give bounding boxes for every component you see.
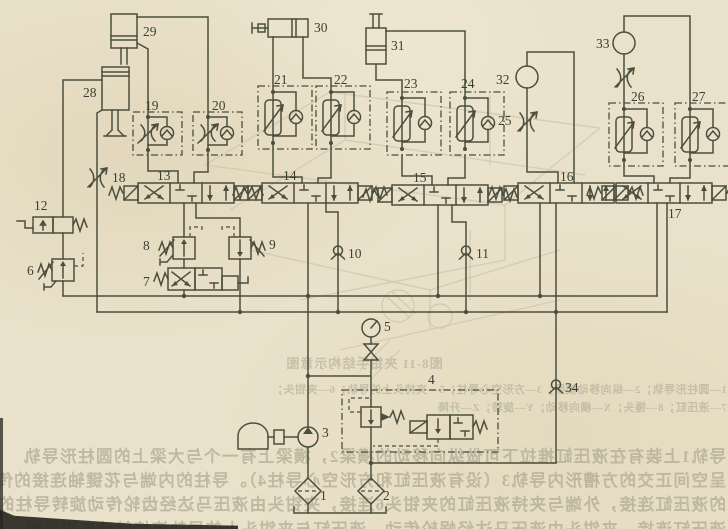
label-4: 4 [428,372,435,387]
label-1: 1 [320,488,327,503]
relief-unloading-valve-4 [341,389,499,453]
label-14: 14 [283,168,297,183]
directional-valve-17 [586,182,728,204]
label-19: 19 [145,98,159,113]
filter-1 [294,477,322,505]
cylinder-30 [251,18,309,38]
label-26: 26 [631,89,645,104]
cylinder-28 [101,66,130,138]
filter-2 [357,477,385,505]
hydraulic-motor-32 [515,65,539,89]
hydraulic-motor-33 [612,31,636,55]
one-way-throttle-27 [674,102,728,167]
label-33: 33 [596,36,610,51]
label-27: 27 [692,89,706,104]
label-12: 12 [34,198,48,213]
label-25: 25 [498,113,512,128]
label-10: 10 [348,246,362,261]
cylinder-29 [110,13,138,65]
pipework [62,15,691,514]
label-15: 15 [413,170,427,185]
label-5: 5 [384,319,391,334]
label-22: 22 [334,72,348,87]
label-23: 23 [404,76,418,91]
reducing-valve-8 [158,226,203,266]
one-way-throttle-26 [608,102,664,167]
label-7: 7 [143,274,150,289]
gauge-shutoff-valve [362,343,380,361]
pilot-valve-12 [16,216,88,234]
pressure-gauge-5 [361,318,381,338]
one-way-throttle-19 [132,111,183,156]
label-13: 13 [157,168,171,183]
label-6: 6 [27,263,34,278]
one-way-throttle-23 [386,91,442,156]
label-11: 11 [476,246,489,261]
label-30: 30 [314,20,328,35]
scan-edge-left [0,418,3,529]
label-8: 8 [143,238,150,253]
label-24: 24 [461,76,475,91]
label-3: 3 [322,425,329,440]
pump-3 [237,422,319,450]
label-34: 34 [565,380,579,395]
junction-dots [181,293,559,466]
directional-valve-7 [153,267,249,291]
label-21: 21 [274,72,288,87]
label-9: 9 [269,237,276,252]
cylinder-31 [365,13,387,65]
label-28: 28 [83,85,97,100]
label-29: 29 [143,24,157,39]
label-16: 16 [560,169,574,184]
label-2: 2 [383,488,390,503]
component-number-labels: 1 2 3 4 5 6 7 8 9 10 11 12 13 14 15 16 1… [27,20,706,503]
reducing-valve-6 [37,253,84,291]
reducing-valve-9 [221,226,266,260]
label-32: 32 [496,72,510,87]
one-way-throttle-20 [192,111,243,156]
label-20: 20 [212,98,226,113]
label-31: 31 [391,38,405,53]
one-way-throttle-24 [449,91,505,156]
label-17: 17 [668,206,682,221]
label-18: 18 [112,170,126,185]
